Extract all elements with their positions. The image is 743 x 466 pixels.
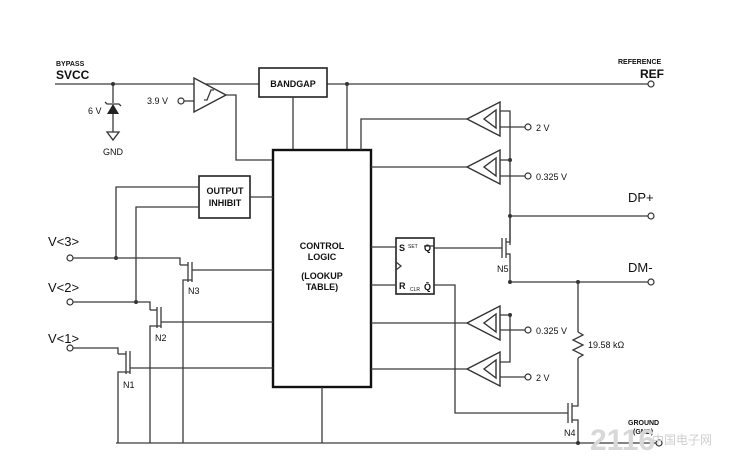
v3-pin[interactable] bbox=[66, 254, 74, 262]
watermark-logo: 2116 bbox=[590, 424, 655, 457]
ref-label: REF bbox=[640, 67, 664, 81]
v2v-top-label: 2 V bbox=[536, 123, 550, 133]
comparator-0325-bot bbox=[371, 304, 532, 363]
control-label-3: (LOOKUP bbox=[301, 271, 343, 281]
ff-set-label: SET bbox=[408, 244, 418, 250]
watermark-sub: 中国电子网 bbox=[652, 432, 712, 447]
bypass-label: BYPASS bbox=[56, 61, 85, 68]
nmos-n2 bbox=[149, 307, 273, 443]
control-label-1: CONTROL bbox=[300, 241, 345, 251]
inhibit-label-1: OUTPUT bbox=[207, 186, 245, 196]
ff-r-label: R bbox=[399, 281, 406, 291]
control-label-4: TABLE) bbox=[306, 282, 338, 292]
resistor-label: 19.58 kΩ bbox=[588, 340, 625, 350]
dp-pin[interactable] bbox=[647, 212, 655, 220]
nmos-n3 bbox=[180, 262, 273, 443]
gnd-label: (GND) bbox=[633, 429, 653, 436]
ref-pin[interactable] bbox=[647, 80, 655, 88]
comparator-2v-top bbox=[360, 100, 532, 245]
svcc-rail bbox=[55, 80, 655, 88]
v2v-bot-label: 2 V bbox=[536, 373, 550, 383]
bandgap-label: BANDGAP bbox=[270, 79, 316, 89]
inhibit-label-2: INHIBIT bbox=[209, 198, 242, 208]
ff-qbar-label: Q̄ bbox=[424, 282, 431, 292]
reference-label: REFERENCE bbox=[618, 59, 662, 66]
zener-gnd-label: GND bbox=[103, 147, 124, 157]
comparator-2v-bot bbox=[371, 350, 532, 388]
svcc-label: SVCC bbox=[56, 68, 90, 82]
v0325-bot-label: 0.325 V bbox=[536, 326, 567, 336]
dm-label: DM- bbox=[628, 260, 653, 275]
resistor-19k58 bbox=[571, 282, 585, 405]
v1-input bbox=[66, 344, 119, 354]
v2-label: V<2> bbox=[48, 280, 79, 295]
svcc-comparator bbox=[177, 76, 273, 161]
v1-label: V<1> bbox=[48, 331, 79, 346]
control-logic-block bbox=[271, 148, 373, 389]
bandgap-block bbox=[258, 67, 328, 98]
nmos-n4 bbox=[567, 403, 580, 445]
ground-label: GROUND bbox=[628, 420, 659, 427]
ground-pin[interactable] bbox=[655, 439, 663, 447]
v3-label: V<3> bbox=[48, 234, 79, 249]
n5-label: N5 bbox=[497, 264, 509, 274]
ff-q-label: Q bbox=[424, 243, 431, 253]
v3-input bbox=[66, 254, 181, 265]
ref-3v9-pin bbox=[177, 97, 185, 105]
output-inhibit-block bbox=[198, 175, 251, 219]
zener-voltage-label: 6 V bbox=[88, 106, 102, 116]
v2-input bbox=[66, 298, 151, 310]
v0325-top-label: 0.325 V bbox=[536, 172, 567, 182]
ff-clr-label: CLR bbox=[410, 287, 420, 293]
control-label-2: LOGIC bbox=[308, 252, 337, 262]
zener-diode bbox=[104, 82, 122, 142]
sr-flipflop bbox=[395, 237, 435, 295]
v2-pin[interactable] bbox=[66, 298, 74, 306]
n2-label: N2 bbox=[155, 333, 167, 343]
comparator-0325-top bbox=[371, 148, 532, 186]
n4-label: N4 bbox=[564, 428, 576, 438]
n1-label: N1 bbox=[123, 380, 135, 390]
dp-label: DP+ bbox=[628, 190, 654, 205]
nmos-n1 bbox=[117, 351, 273, 443]
ff-s-label: S bbox=[399, 243, 405, 253]
comp-ref-label: 3.9 V bbox=[147, 96, 168, 106]
dm-pin[interactable] bbox=[647, 278, 655, 286]
n3-label: N3 bbox=[188, 286, 200, 296]
